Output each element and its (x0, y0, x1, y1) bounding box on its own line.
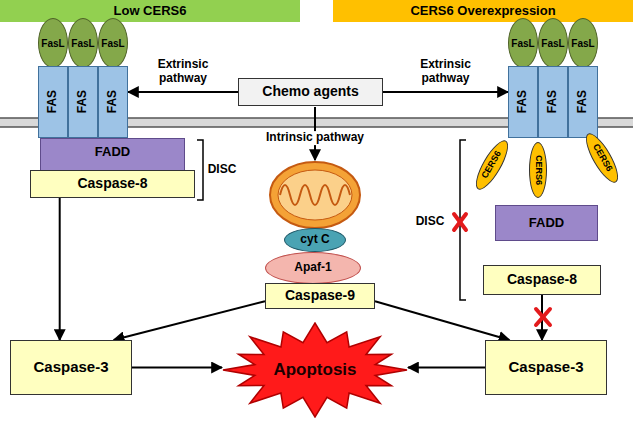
arrow-connector (59, 198, 61, 340)
arrow-connector (383, 91, 508, 93)
apaf-ellipse: Apaf-1 (265, 252, 361, 284)
caspase-box: Caspase-3 (485, 340, 607, 395)
node-text: FasL (71, 38, 94, 49)
node-text: Chemo agents (262, 84, 358, 99)
cers6-ellipse: CERS6 (580, 129, 624, 186)
node-text: FasL (41, 38, 64, 49)
edge-label: Extrinsic pathway (407, 58, 485, 86)
node-text: Apoptosis (273, 361, 356, 380)
adaptor-box: FADD (40, 138, 185, 172)
node-text: FasL (571, 38, 594, 49)
ligand-ellipse: FasL (98, 18, 128, 68)
caspase-box: Caspase-9 (265, 283, 375, 309)
node-text: Caspase-8 (507, 272, 577, 287)
ligand-ellipse: FasL (508, 18, 538, 68)
node-text: CERS6 (533, 155, 543, 185)
edge-label: Extrinsic pathway (144, 58, 222, 86)
cers6-ellipse: CERS6 (529, 142, 547, 198)
node-text: FADD (95, 145, 130, 159)
cers6-ellipse: CERS6 (470, 136, 514, 193)
node-text: Caspase-9 (285, 288, 355, 303)
ligand-ellipse: FasL (568, 18, 598, 68)
apoptosis-starburst: Apoptosis (222, 322, 408, 418)
node-text: Apaf-1 (294, 261, 331, 274)
arrow-connector (408, 367, 485, 369)
node-text: FasL (101, 38, 124, 49)
ligand-ellipse: FasL (538, 18, 568, 68)
arrow-connector (114, 301, 265, 340)
node-text: FAS (46, 90, 59, 113)
node-text: Caspase-3 (508, 359, 583, 376)
node-text: CERS6 Overexpression (410, 4, 555, 18)
process-box: Chemo agents (238, 78, 383, 106)
receptor-box: FAS (568, 66, 598, 138)
node-text: FAS (516, 90, 529, 113)
node-text: FAS (576, 90, 589, 113)
block-cross (536, 309, 550, 325)
node-text: cyt C (300, 233, 329, 246)
receptor-box: FAS (98, 66, 128, 138)
ligand-ellipse: FasL (38, 18, 68, 68)
node-text: Caspase-8 (77, 176, 147, 191)
caspase-box: Caspase-8 (483, 265, 601, 295)
node-text: Caspase-3 (33, 359, 108, 376)
caspase-box: Caspase-8 (30, 170, 195, 198)
adaptor-box: FADD (495, 205, 598, 241)
caspase-box: Caspase-3 (10, 340, 132, 395)
ligand-ellipse: FasL (68, 18, 98, 68)
receptor-box: FAS (68, 66, 98, 138)
pathway-label: Intrinsic pathway (263, 131, 367, 145)
node-text: FAS (106, 90, 119, 113)
cytochrome-ellipse: cyt C (284, 228, 346, 252)
arrow-connector (375, 301, 509, 340)
node-text: FasL (511, 38, 534, 49)
receptor-box: FAS (508, 66, 538, 138)
block-cross (454, 214, 466, 230)
arrow-connector (132, 367, 222, 369)
node-text: Low CERS6 (114, 4, 187, 18)
receptor-box: FAS (38, 66, 68, 138)
header-band: Low CERS6 (0, 0, 300, 22)
bracket-label: DISC (416, 215, 445, 229)
node-text: FADD (529, 216, 564, 230)
bracket-label: DISC (208, 163, 237, 177)
receptor-box: FAS (538, 66, 568, 138)
node-text: CERS6 (480, 150, 504, 181)
arrow-connector (128, 91, 238, 93)
mitochondrion (270, 162, 360, 228)
node-text: FAS (546, 90, 559, 113)
disc-bracket (197, 140, 203, 200)
node-text: FasL (541, 38, 564, 49)
node-text: FAS (76, 90, 89, 113)
node-text: CERS6 (590, 143, 614, 174)
